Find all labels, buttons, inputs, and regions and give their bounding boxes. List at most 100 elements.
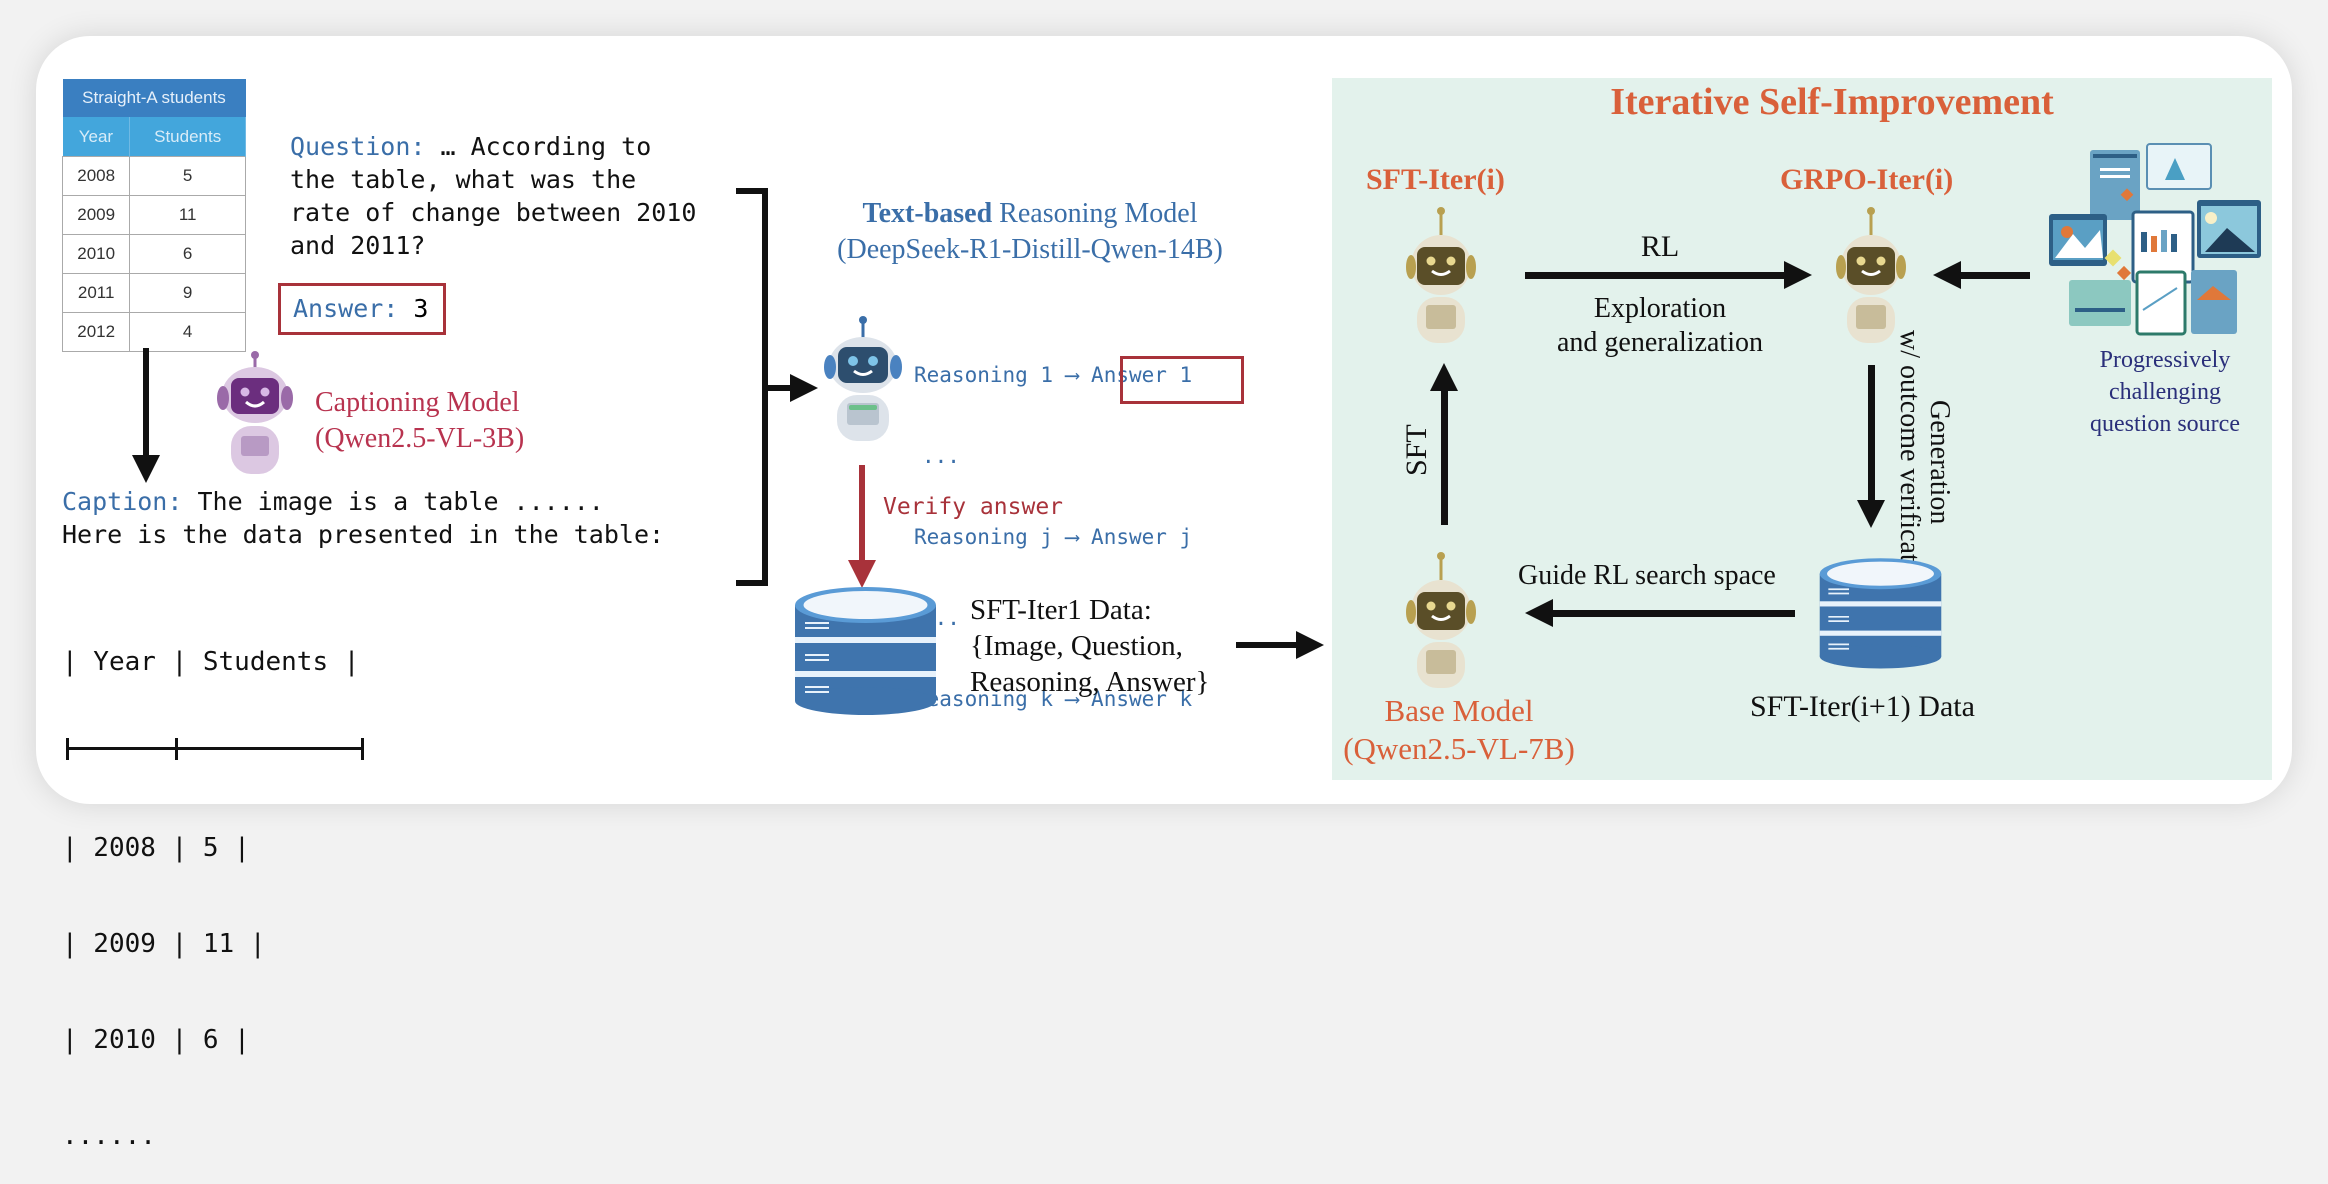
table-cell: 2011 — [61, 273, 131, 313]
markdown-ellipsis: ...... — [62, 1121, 156, 1151]
bracket-vertical — [762, 188, 768, 586]
answer-value: 3 — [413, 294, 429, 323]
long-arrow-icon: ⟶ — [1065, 525, 1079, 549]
caption-label: Caption: — [62, 487, 183, 516]
grpo-iter-robot-icon — [1836, 207, 1906, 343]
base-model-robot-icon — [1406, 552, 1476, 688]
generation-label: Generation — [1924, 400, 1955, 525]
base-model-name: Base Model — [1384, 693, 1534, 728]
sft-iter-title: SFT-Iter(i) — [1366, 163, 1505, 196]
answer-text: Answer k — [1091, 687, 1193, 711]
question-source-label: Progressively challenging question sourc… — [2040, 344, 2290, 440]
sft-data-line: Reasoning, Answer} — [970, 666, 1210, 698]
bracket-arrow-line — [768, 385, 792, 391]
question-block: Question: … According to the table, what… — [290, 130, 696, 262]
markdown-row: | 2010 | 6 | — [62, 1025, 250, 1055]
selected-answer-box — [1120, 356, 1244, 404]
table-header-year: Year — [62, 117, 131, 157]
rl-label: RL — [1640, 230, 1680, 263]
bracket-top — [736, 188, 768, 194]
arrow-head-icon — [1525, 599, 1553, 627]
arrow-data-to-panel — [1236, 642, 1298, 648]
table-cell: 6 — [129, 234, 246, 274]
generation-arrow — [1868, 365, 1875, 505]
answer-text: Answer 1 — [1091, 363, 1193, 387]
guide-arrow — [1550, 610, 1795, 617]
sft-iter-robot-icon — [1406, 207, 1476, 343]
source-arrow — [1960, 272, 2030, 279]
table-cell: 2010 — [61, 234, 131, 274]
next-data-label: SFT-Iter(i+1) Data — [1750, 690, 1975, 723]
table-cell: 2008 — [61, 156, 131, 196]
iterative-title: Iterative Self-Improvement — [1610, 81, 2054, 123]
table-cell: 9 — [129, 273, 246, 313]
sft-data-line: {Image, Question, — [970, 630, 1183, 662]
captioning-model-name: Captioning Model — [315, 387, 520, 418]
base-model-version: (Qwen2.5-VL-7B) — [1343, 731, 1575, 766]
captioning-model-version: (Qwen2.5-VL-3B) — [315, 423, 525, 454]
reasoning-line: Reasoning 1 ⟶ Answer 1 — [914, 362, 1192, 389]
caption-block: Caption: The image is a table ...... Her… — [62, 485, 664, 551]
answer-box: Answer: 3 — [278, 283, 446, 335]
markdown-row: | 2009 | 11 | — [62, 929, 266, 959]
arrow-head-icon — [1857, 500, 1885, 528]
reasoning-text: Reasoning j — [914, 525, 1054, 549]
arrow-table-to-caption — [143, 348, 149, 458]
long-arrow-icon: ⟶ — [1065, 363, 1079, 387]
question-source-line: Progressively — [2099, 347, 2231, 373]
table-cell: 4 — [129, 312, 246, 352]
verify-answer-label: Verify answer — [883, 494, 1064, 520]
table-cell: 2012 — [61, 312, 131, 352]
caption-line1: The image is a table ...... — [182, 487, 604, 516]
captioning-model-label: Captioning Model (Qwen2.5-VL-3B) — [315, 385, 524, 457]
reasoning-ellipsis: ... — [922, 444, 960, 468]
answer-label: Answer: — [293, 294, 399, 323]
sft-iter1-data-label: SFT-Iter1 Data: {Image, Question, Reason… — [970, 592, 1209, 700]
arrow-head-icon — [848, 560, 876, 588]
reasoning-title-bold: Text-based — [862, 198, 993, 229]
markdown-separator — [62, 738, 364, 768]
guide-label: Guide RL search space — [1518, 560, 1776, 591]
rl-arrow — [1525, 272, 1787, 279]
base-model-label: Base Model (Qwen2.5-VL-7B) — [1334, 692, 1584, 768]
rl-sublabel: Exploration and generalization — [1520, 292, 1800, 360]
table-cell: 2009 — [61, 195, 131, 235]
sft-label: SFT — [1400, 424, 1433, 476]
question-source-line: challenging — [2109, 379, 2221, 405]
database-icon — [1819, 558, 1942, 669]
reasoning-lines: Reasoning 1 ⟶ Answer 1 ... Reasoning j ⟶… — [914, 308, 1192, 740]
long-arrow-icon: ⟶ — [1065, 687, 1079, 711]
reasoning-line: Reasoning j ⟶ Answer j — [914, 524, 1192, 551]
grpo-iter-title: GRPO-Iter(i) — [1780, 163, 1954, 196]
reasoning-model-version: (DeepSeek-R1-Distill-Qwen-14B) — [837, 234, 1223, 265]
caption-line2: Here is the data presented in the table: — [62, 520, 665, 549]
question-text: … According to the table, what was the r… — [290, 132, 697, 260]
arrow-head-icon — [1296, 631, 1324, 659]
sft-arrow — [1441, 390, 1448, 525]
table-cell: 11 — [129, 195, 246, 235]
arrow-head-icon — [1784, 261, 1812, 289]
table-header-students: Students — [129, 117, 246, 157]
rl-sub-line: Exploration — [1593, 293, 1727, 324]
question-label: Question: — [290, 132, 426, 161]
markdown-table: | Year | Students | | 2008 | 5 | | 2009 … — [62, 582, 364, 1184]
reasoning-robot-icon — [824, 316, 902, 441]
question-source-line: question source — [2090, 411, 2240, 437]
arrow-head-icon — [1933, 261, 1961, 289]
answer-text: Answer j — [1091, 525, 1193, 549]
reasoning-text: Reasoning 1 — [914, 363, 1054, 387]
reasoning-model-title: Text-based Reasoning Model (DeepSeek-R1-… — [800, 196, 1260, 268]
arrow-head-icon — [1430, 363, 1458, 391]
reasoning-title-rest: Reasoning Model — [992, 198, 1198, 229]
captioning-robot-icon — [217, 351, 293, 474]
verify-arrow — [859, 465, 865, 565]
question-source-illustration-icon — [2049, 143, 2261, 336]
sft-data-line: SFT-Iter1 Data: — [970, 594, 1152, 626]
arrow-head-icon — [132, 455, 160, 483]
